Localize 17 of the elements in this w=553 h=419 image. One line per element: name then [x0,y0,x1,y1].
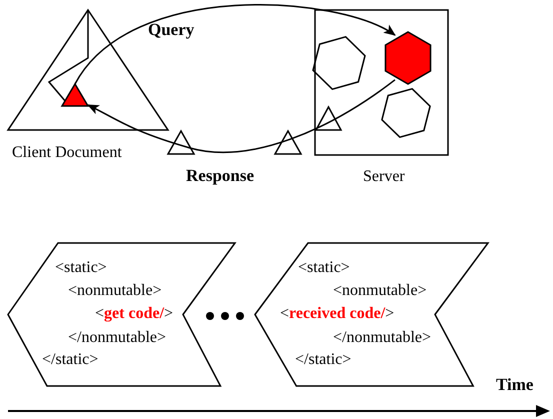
code-line: </static> [295,351,352,369]
node-label: Client Document [12,144,122,162]
axis-label: Time [496,375,534,395]
code-line: <nonmutable> [68,282,162,300]
code-line: <nonmutable> [333,282,427,300]
arrow [74,4,396,84]
edge-label: Query [148,20,194,40]
arrow [87,79,396,154]
code-line: </static> [42,351,98,369]
code-line: <get code/> [95,305,174,323]
code-line: </nonmutable> [333,329,432,347]
edge-label: Response [186,166,254,186]
node-label: Server [363,168,405,186]
code-line: <received code/> [280,305,394,323]
code-line: <static> [298,259,350,277]
code-line: </nonmutable> [68,329,166,347]
code-line: <static> [55,259,107,277]
